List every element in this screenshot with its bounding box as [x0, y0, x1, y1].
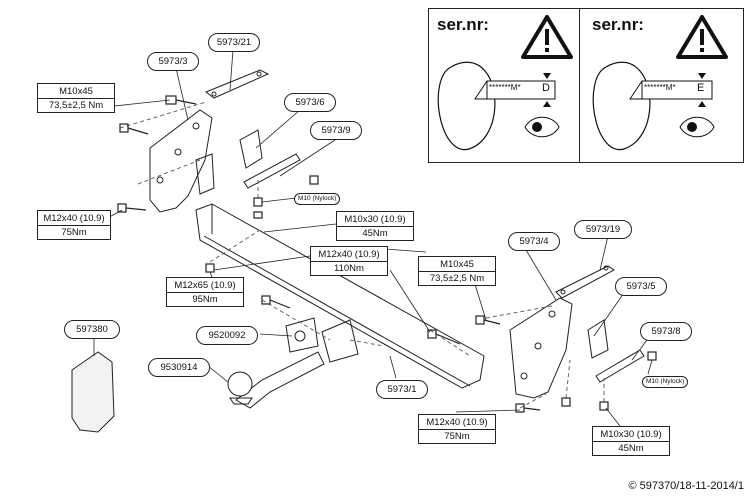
warning-triangle-icon	[592, 15, 728, 150]
nut-label-nylock-upper: M10 (Nylock)	[294, 193, 341, 205]
torque-value: 110Nm	[311, 261, 387, 275]
bolt-spec: M10x45	[440, 259, 474, 270]
part-label-5973-9: 5973/9	[310, 121, 362, 140]
part-label-597380: 597380	[64, 320, 120, 339]
torque-value: 75Nm	[419, 429, 495, 443]
serial-strip-text: *******M*	[644, 83, 676, 92]
torque-label-m10x30-upper: M10x30 (10.9) 45Nm	[336, 211, 414, 241]
torque-label-m12x40-left: M12x40 (10.9) 75Nm	[37, 210, 111, 240]
bolt-spec: M12x40 (10.9)	[43, 213, 105, 224]
nut-label-nylock-right: M10 (Nylock)	[642, 376, 689, 388]
variant-letter-d: D	[542, 82, 550, 94]
part-label-5973-19: 5973/19	[574, 220, 632, 239]
torque-label-m10x45-right: M10x45 73,5±2,5 Nm	[418, 256, 496, 286]
part-label-5973-6: 5973/6	[284, 93, 336, 112]
part-label-9530914: 9530914	[148, 358, 210, 377]
torque-value: 75Nm	[38, 225, 110, 239]
warning-panel-d: ser.nr: *******M* D	[428, 8, 580, 163]
variant-letter-e: E	[697, 82, 705, 94]
serial-strip-e: *******M*	[644, 83, 676, 92]
torque-value: 45Nm	[337, 226, 413, 240]
part-label-5973-4: 5973/4	[508, 232, 560, 251]
upper-plate	[204, 69, 270, 99]
bolt-spec: M10x30 (10.9)	[600, 429, 662, 440]
serial-strip-d: *******M*	[489, 83, 521, 92]
warning-triangle-icon	[437, 15, 573, 150]
part-label-9520092: 9520092	[196, 326, 258, 345]
right-plate	[555, 265, 615, 299]
right-bracket	[509, 297, 573, 399]
torque-label-m10x45-left: M10x45 73,5±2,5 Nm	[37, 83, 115, 113]
bolt-spec: M12x65 (10.9)	[174, 280, 236, 291]
serial-number-label: ser.nr:	[592, 15, 644, 34]
serial-number-label: ser.nr:	[437, 15, 489, 34]
torque-value: 95Nm	[167, 292, 243, 306]
tow-ball-neck	[235, 351, 325, 409]
part-label-5973-3: 5973/3	[147, 52, 199, 71]
small-bracket-a	[239, 129, 263, 169]
left-bracket	[149, 109, 213, 213]
warning-panel-e: ser.nr: *******M* E	[579, 8, 744, 163]
part-label-5973-8: 5973/8	[640, 322, 692, 341]
torque-value: 73,5±2,5 Nm	[419, 271, 495, 285]
part-label-5973-1: 5973/1	[376, 380, 428, 399]
torque-label-m12x40-right: M12x40 (10.9) 75Nm	[418, 414, 496, 444]
document-reference: © 597370/18-11-2014/1	[628, 480, 744, 492]
part-label-5973-5: 5973/5	[615, 277, 667, 296]
torque-label-m12x65: M12x65 (10.9) 95Nm	[166, 277, 244, 307]
torque-value: 73,5±2,5 Nm	[38, 98, 114, 112]
serial-strip-text: *******M*	[489, 83, 521, 92]
bolt-spec: M10x45	[59, 86, 93, 97]
bolt-spec: M10x30 (10.9)	[344, 214, 406, 225]
bolt-spec: M12x40 (10.9)	[318, 249, 380, 260]
torque-label-m12x40-crossbar: M12x40 (10.9) 110Nm	[310, 246, 388, 276]
bolt-spec: M12x40 (10.9)	[426, 417, 488, 428]
torque-label-m10x30-lower: M10x30 (10.9) 45Nm	[592, 426, 670, 456]
part-label-5973-21: 5973/21	[208, 33, 260, 52]
torque-value: 45Nm	[593, 441, 669, 455]
small-bracket-b	[195, 153, 215, 195]
socket-connector	[71, 351, 115, 433]
